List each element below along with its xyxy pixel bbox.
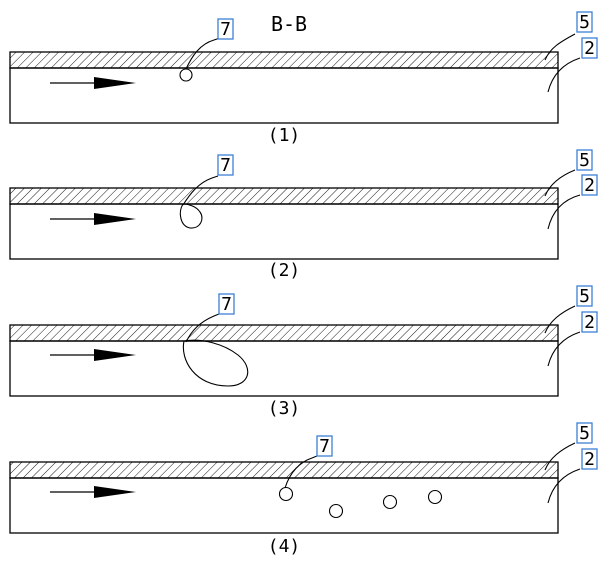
leader-line-bubble: [284, 455, 318, 489]
coating-layer: [9, 51, 559, 69]
bubble: [328, 503, 344, 519]
bubble: [179, 203, 203, 229]
panel-caption: (3): [268, 398, 301, 419]
panel-2: 7 5 2 (2): [9, 149, 598, 281]
callout-box-coating: [576, 285, 593, 307]
leader-line-channel: [547, 331, 581, 367]
channel-body: [9, 203, 559, 260]
callout-label-bubble: 7: [220, 155, 231, 176]
callout-label-bubble: 7: [220, 19, 231, 40]
panel-1: 7 5 2 (1): [9, 11, 598, 146]
callout-box-coating: [576, 11, 593, 33]
callout-label-coating: 5: [579, 286, 590, 307]
leader-line-coating: [544, 169, 576, 197]
panel-4: 7 5 2 (4): [9, 422, 598, 557]
leader-line-channel: [547, 57, 581, 93]
callout-label-channel: 2: [584, 175, 595, 196]
callout-label-channel: 2: [584, 312, 595, 333]
leader-line-channel: [547, 468, 581, 504]
bubble: [382, 494, 398, 510]
leader-line-bubble: [185, 313, 220, 343]
bubble: [278, 486, 294, 502]
leader-line-coating: [544, 305, 576, 334]
callout-box-channel: [581, 448, 598, 470]
coating-layer: [9, 187, 559, 205]
callout-label-coating: 5: [579, 423, 590, 444]
coating-layer: [9, 324, 559, 342]
arrow-right-icon: [50, 213, 136, 225]
callout-label-bubble: 7: [319, 436, 330, 457]
panel-caption: (1): [268, 125, 301, 146]
callout-box-channel: [581, 174, 598, 196]
leader-line-coating: [544, 33, 576, 61]
panel-caption: (4): [268, 536, 301, 557]
bubble: [182, 339, 249, 387]
section-title: B-B: [271, 12, 307, 36]
callout-box-coating: [576, 149, 593, 171]
coating-layer: [9, 461, 559, 479]
callout-box-coating: [576, 422, 593, 444]
callout-box-channel: [581, 311, 598, 333]
bubble: [179, 68, 193, 82]
callout-box-bubble: [217, 154, 234, 176]
callout-label-coating: 5: [579, 150, 590, 171]
leader-line-channel: [547, 194, 581, 230]
leader-line-coating: [544, 442, 576, 471]
arrow-right-icon: [50, 349, 136, 361]
callout-box-channel: [581, 37, 598, 59]
callout-label-channel: 2: [584, 38, 595, 59]
channel-body: [9, 67, 559, 124]
arrow-right-icon: [50, 486, 136, 498]
callout-box-bubble: [316, 435, 333, 457]
callout-label-channel: 2: [584, 449, 595, 470]
channel-body: [9, 477, 559, 534]
callout-label-bubble: 7: [221, 294, 232, 315]
leader-line-bubble: [185, 37, 221, 70]
callout-box-bubble: [218, 293, 235, 315]
panel-caption: (2): [268, 260, 301, 281]
arrow-right-icon: [50, 77, 136, 89]
callout-box-bubble: [217, 18, 234, 40]
leader-line-bubble: [182, 175, 219, 206]
channel-body: [9, 340, 559, 397]
callout-label-coating: 5: [579, 12, 590, 33]
bubble: [427, 489, 443, 505]
panel-3: 7 5 2 (3): [9, 285, 598, 419]
